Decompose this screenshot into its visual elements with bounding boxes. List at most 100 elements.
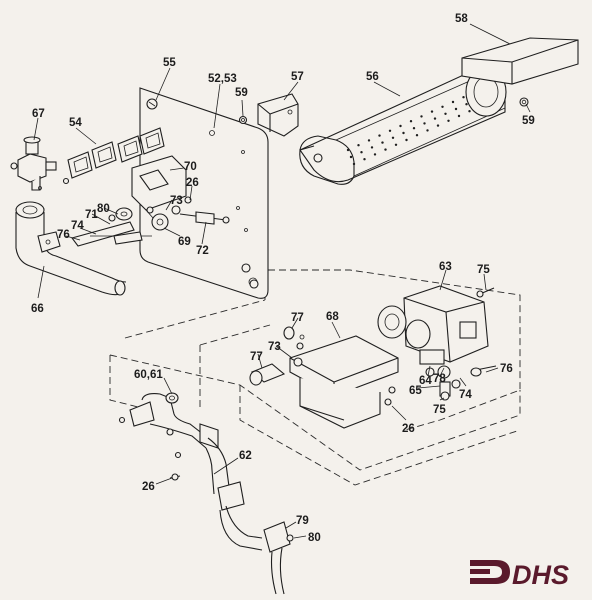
- part-label: 65: [409, 385, 422, 397]
- part-label: 64: [419, 375, 432, 387]
- burner-port: [441, 105, 444, 109]
- burner-port: [388, 129, 392, 132]
- valve-67: [10, 136, 57, 191]
- bracket-57: [257, 93, 299, 137]
- burner-port: [465, 103, 468, 106]
- part-label: 73: [170, 195, 183, 207]
- burner-port: [402, 131, 405, 135]
- burner-port: [423, 122, 426, 125]
- heat-shield-58: [461, 37, 579, 85]
- burner-port: [433, 117, 437, 120]
- burner-port: [384, 148, 387, 151]
- burner-port: [363, 158, 366, 161]
- burner-port: [454, 107, 458, 111]
- part-label: 80: [97, 203, 110, 215]
- part-label: 75: [433, 404, 446, 416]
- burner-port: [360, 151, 363, 154]
- burner-port: [370, 146, 374, 149]
- part-label: 62: [239, 450, 252, 462]
- burner-port: [436, 124, 440, 127]
- part-label: 54: [69, 117, 82, 129]
- burner-port: [391, 136, 395, 139]
- part-label: 76: [500, 363, 513, 375]
- part-label: 75: [477, 264, 490, 276]
- plate-screw-55: [146, 98, 158, 110]
- burner-port: [357, 144, 360, 147]
- part-label: 74: [459, 389, 472, 401]
- part-label: 70: [184, 161, 197, 173]
- knob-77-lower: [249, 363, 286, 386]
- part-labels: 55 52,53 57 56 58 59 59 67 54 70 26 73 8…: [31, 13, 535, 544]
- thermocouple-72: [179, 196, 230, 225]
- burner-port: [457, 114, 461, 118]
- connector-79: [263, 521, 294, 595]
- part-label: 26: [186, 177, 199, 189]
- burner-port: [468, 110, 471, 113]
- part-label: 60,61: [134, 369, 163, 381]
- burner-port: [415, 134, 419, 137]
- gas-pipe-66: [15, 201, 127, 296]
- part-label: 66: [31, 303, 44, 315]
- burner-port: [420, 115, 423, 118]
- burner-port: [399, 124, 402, 128]
- burner-port: [444, 112, 447, 116]
- dhs-logo: DHS: [470, 560, 569, 590]
- part-label: 63: [439, 261, 452, 273]
- part-label: 67: [32, 108, 45, 120]
- burner-port: [426, 129, 429, 132]
- dhs-logo-text: DHS: [512, 560, 569, 590]
- part-label: 78: [433, 373, 446, 385]
- part-label: 57: [291, 71, 304, 83]
- part-label: 58: [455, 13, 468, 25]
- part-label: 26: [402, 423, 415, 435]
- part-label: 74: [71, 220, 84, 232]
- burner-port: [462, 96, 465, 99]
- part-label: 56: [366, 71, 379, 83]
- part-label: 68: [326, 311, 339, 323]
- part-label: 73: [268, 341, 281, 353]
- burner-port: [394, 143, 398, 146]
- screw-26-lower: [169, 451, 182, 481]
- part-label: 72: [196, 245, 209, 257]
- pilot-tube-74: [71, 221, 152, 247]
- screw-59-plate: [238, 115, 248, 125]
- burner-port: [405, 138, 408, 142]
- part-label: 77: [250, 351, 263, 363]
- burner-port: [381, 141, 384, 144]
- assembly-outline-lower: [109, 345, 521, 486]
- plate-screw-lower-right: [241, 263, 259, 289]
- burner-port: [373, 153, 377, 156]
- assembly-outline-upper: [124, 269, 521, 431]
- sight-window-set-54: [62, 127, 165, 185]
- knob-77-upper: [283, 326, 305, 340]
- burner-tube-56: [299, 71, 506, 185]
- burner-port: [346, 148, 350, 152]
- part-label: 59: [235, 87, 248, 99]
- back-plate: [139, 87, 269, 299]
- part-label: 26: [142, 481, 155, 493]
- fitting-71: [108, 207, 133, 222]
- part-label: 69: [178, 236, 191, 248]
- burner-port: [412, 127, 416, 130]
- burner-port: [409, 120, 413, 123]
- part-label: 79: [296, 515, 309, 527]
- manifold-pipe-62: [118, 392, 263, 551]
- part-label: 59: [522, 115, 535, 127]
- part-label: 52,53: [208, 73, 237, 85]
- valve-bracket-68: [289, 335, 399, 429]
- gas-valve-63: [377, 285, 497, 389]
- burner-port: [378, 134, 381, 137]
- burner-port: [451, 100, 455, 104]
- burner-port: [349, 155, 353, 159]
- leader-lines: [33, 23, 531, 539]
- burner-port: [447, 119, 450, 123]
- part-label: 80: [308, 532, 321, 544]
- burner-port: [352, 162, 356, 166]
- burner-port: [367, 139, 371, 142]
- fitting-65: [439, 381, 451, 401]
- screw-75-upper: [476, 287, 495, 298]
- part-label: 55: [163, 57, 176, 69]
- part-label: 77: [291, 312, 304, 324]
- dhs-logo-mark: [470, 560, 510, 584]
